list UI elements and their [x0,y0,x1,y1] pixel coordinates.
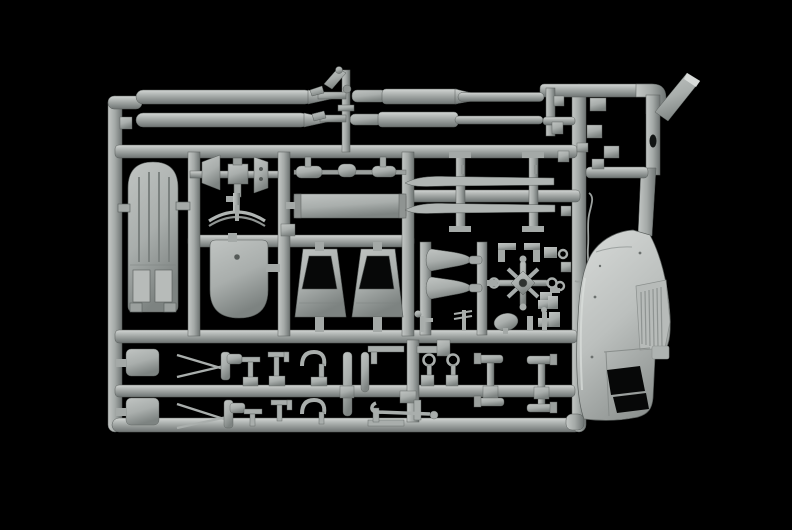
rotor-hub-and-mast [309,66,355,153]
gate-tabs [119,95,620,273]
tail-rotor-blade-a [404,176,555,187]
l-bracket-a [367,345,405,365]
swashplate-cross [487,255,558,311]
runner-h-tailrotor [407,189,581,203]
roof-stub [117,203,131,213]
engine-exhaust-cones [425,248,483,300]
skid-tube [370,401,439,420]
control-tee-a [241,356,261,387]
wire-antenna-v-b [176,402,228,430]
engine-cowl-ribs [640,286,663,348]
small-parts-row-right [414,307,547,334]
engine-exhaust-cone-b [425,276,472,300]
panel-right [253,156,269,194]
cane-handle-a [300,349,328,387]
clamp-brackets [498,243,569,262]
ring-pull-lever-a [420,353,436,387]
runner-corner-br [565,413,585,431]
small-parts-rows-bottom [116,339,558,430]
main-rotor-blade-upper [135,88,545,105]
floor-hole [234,254,240,260]
runner-v3 [401,151,415,337]
door-frame-left [294,242,347,332]
l-bracket-b [367,407,405,427]
ring-part [557,248,569,260]
door-opening-upper [607,366,645,395]
rotor-drive-shaft [293,156,407,179]
ring-pull-lever-b [445,353,460,387]
fuselage-half [576,229,671,421]
roof-ribs [138,172,170,262]
cowl-latch-plate [651,345,670,360]
runner-bottom [111,417,583,433]
runner-blade-stub [545,87,556,137]
instrument-panel-pair [189,154,279,198]
windshield-bow [208,193,266,227]
equipment-box-a [125,348,160,377]
tail-rotor-blades [404,152,556,232]
stabilizer-paddle-a [309,85,325,97]
window-opening-lower [613,393,649,413]
main-rotor-blades [135,66,576,153]
control-lever [424,318,433,322]
shock-strut-short [360,351,370,393]
door-frames [294,242,404,332]
shock-strut-long [342,351,353,417]
stabilizer-paddle-b [311,110,327,122]
tail-rotor-blade-b [404,203,556,214]
runner-h-boom-link [585,166,649,179]
cabin-roof-ribbed [117,161,191,313]
door-seam [603,347,651,353]
pitot-probe [453,315,473,320]
door-frame-right [351,242,404,332]
runner-v2 [277,151,291,337]
wire-antenna-v-a [176,353,225,379]
cabin-floor [209,233,280,319]
boom-runner-hole [649,134,657,148]
nose-highlight [579,277,586,391]
tail-boom-beam [286,193,407,219]
runner-boom-lower [637,167,657,237]
grab-handle-a [267,351,290,387]
door-window-opening [358,255,395,290]
swashplate-hole [518,278,528,288]
engine-exhaust-cone-a [425,248,472,272]
door-window-opening [301,255,338,290]
control-tee-b [243,408,263,427]
skid-cross-post-a [473,352,505,408]
runner-v1 [187,151,201,337]
rivet-dots [590,251,642,359]
panel-left [201,154,221,191]
tail-boom-gate-stub [654,72,701,122]
cane-handle-b [300,397,327,425]
equipment-box-b [125,397,160,426]
skid-cross-post-b [526,353,558,414]
grab-handle-b [270,399,293,422]
